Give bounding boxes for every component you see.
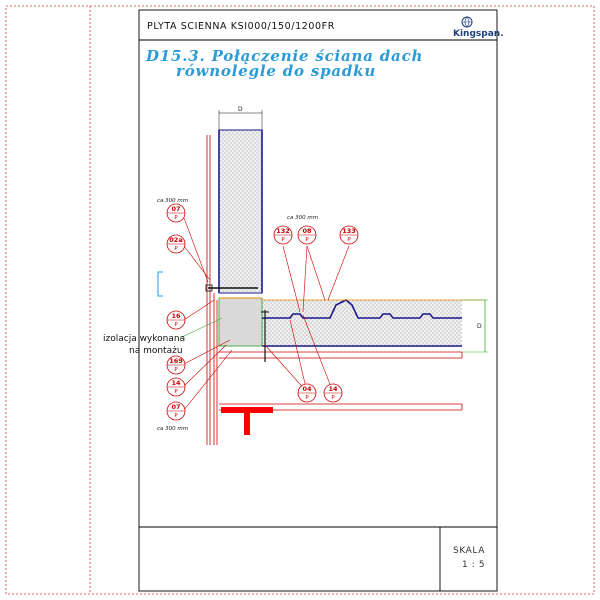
svg-text:P: P — [174, 389, 178, 395]
spacing-note-top: ca 300 mm — [157, 198, 188, 204]
callout-bubble: 02a P — [166, 234, 186, 254]
spacing-note-bottom: ca 300 mm — [157, 426, 188, 432]
svg-text:132: 132 — [276, 227, 290, 235]
roof-profiled-sheet — [262, 299, 462, 319]
svg-text:P: P — [281, 237, 285, 243]
callout-bubble: 04 P — [297, 383, 317, 403]
detail-title-line-2: równolegle do spadku — [176, 62, 376, 80]
insulation-leader — [179, 317, 223, 339]
corner-insulation-block — [218, 297, 263, 347]
svg-text:14: 14 — [328, 385, 338, 393]
left-bracket — [157, 271, 163, 297]
detail-title-line-1: D15.3. Połączenie ściana dach — [145, 47, 423, 65]
svg-text:P: P — [174, 413, 178, 419]
drawing-frame — [138, 9, 498, 592]
svg-text:P: P — [174, 322, 178, 328]
insulation-note-line-2: na montażu — [129, 346, 183, 356]
svg-text:07: 07 — [171, 403, 180, 411]
svg-text:P: P — [174, 215, 178, 221]
svg-text:P: P — [174, 246, 178, 252]
callout-bubble: 132 P — [273, 225, 293, 245]
svg-text:04: 04 — [302, 385, 312, 393]
svg-text:P: P — [347, 237, 351, 243]
svg-text:08: 08 — [302, 227, 312, 235]
callout-bubble: 08 P — [297, 225, 317, 245]
callout-bubble: 07 P — [166, 401, 186, 421]
svg-text:133: 133 — [342, 227, 356, 235]
wall-assembly: D — [206, 106, 263, 445]
kingspan-logo: Kingspan. — [453, 16, 504, 39]
callout-bubble: 14 P — [166, 377, 186, 397]
wall-panel-insulation — [218, 129, 263, 294]
steel-beam-flange — [221, 407, 273, 413]
callout-bubble: 133 P — [339, 225, 359, 245]
insulation-note-line-1: izolacja wykonana — [103, 334, 185, 344]
svg-text:16: 16 — [171, 312, 181, 320]
steel-beam-web — [244, 413, 250, 435]
roof-assembly: D — [157, 271, 488, 435]
roof-thickness-label: D — [477, 323, 482, 330]
svg-text:14: 14 — [171, 379, 181, 387]
svg-text:P: P — [174, 367, 178, 373]
leader-lines — [183, 217, 350, 411]
svg-text:P: P — [305, 395, 309, 401]
sheet-title: PLYTA SCIENNA KSI000/150/1200FR — [147, 21, 335, 32]
outer-dashed-border — [5, 5, 595, 595]
svg-text:P: P — [331, 395, 335, 401]
wall-thickness-label: D — [238, 106, 243, 113]
callout-bubble: 16 P — [166, 310, 186, 330]
svg-text:P: P — [305, 237, 309, 243]
scale-value: 1 : 5 — [462, 560, 485, 570]
scale-label: SKALA — [453, 546, 485, 556]
callout-bubble: 169 P — [166, 355, 186, 375]
svg-text:07: 07 — [171, 205, 180, 213]
logo-text: Kingspan. — [453, 29, 504, 39]
svg-text:169: 169 — [169, 357, 183, 365]
spacing-note-roof: ca 300 mm — [287, 215, 318, 221]
callout-bubble: 07 P — [166, 203, 186, 223]
callout-bubble: 14 P — [323, 383, 343, 403]
svg-text:02a: 02a — [169, 236, 182, 244]
globe-meridian — [462, 16, 472, 28]
